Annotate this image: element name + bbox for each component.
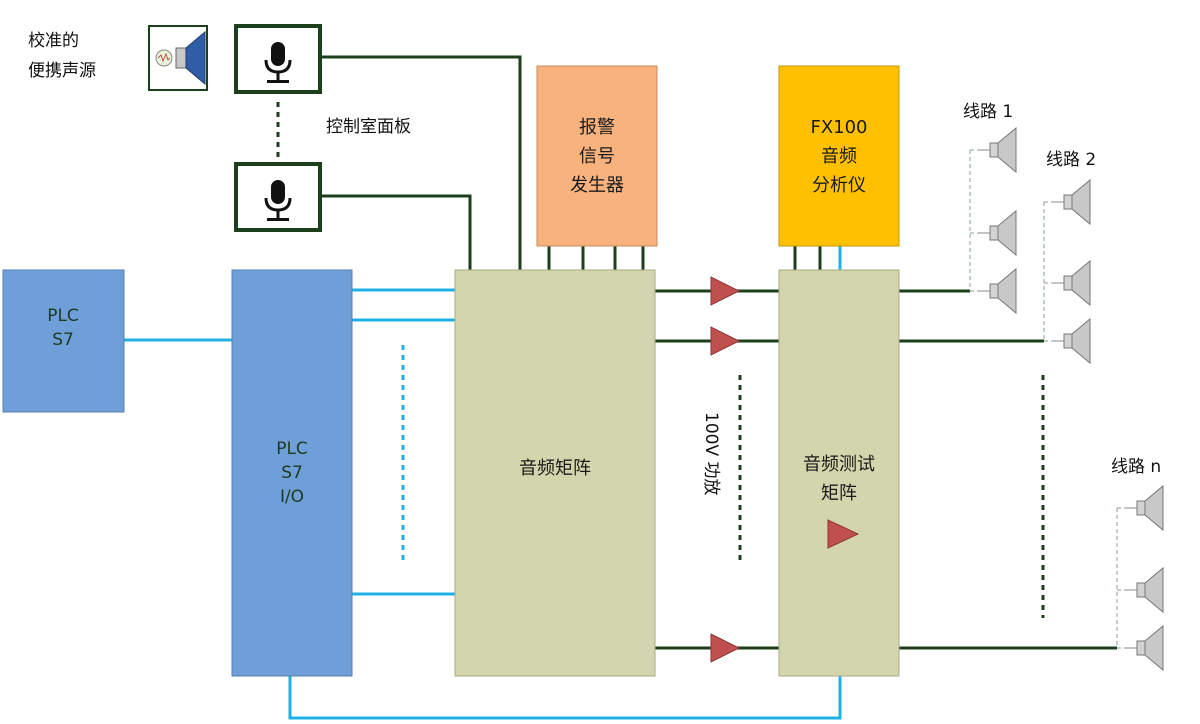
speaker-icon (1051, 179, 1091, 225)
amplifier-1-icon (710, 276, 741, 306)
speaker-icon (1124, 625, 1164, 671)
blue-wires (124, 246, 842, 720)
speaker-icon (1051, 260, 1091, 306)
wire-mic2-matrix (320, 194, 472, 270)
speaker-icon (977, 127, 1017, 173)
source-label-2: 便携声源 (28, 61, 96, 81)
amplifier-3-icon (710, 633, 741, 663)
plc-block[interactable] (2, 269, 125, 413)
source-label-1: 校准的 (28, 31, 79, 51)
amp-label: 100V 功放 (701, 412, 721, 495)
analyzer-label-1: FX100 (810, 117, 867, 138)
line-n-label: 线路 n (1111, 457, 1161, 477)
test-matrix-label-1: 音频测试 (803, 454, 875, 475)
speaker-icon (1124, 485, 1164, 531)
speaker-icon (1051, 318, 1091, 364)
plc-io-label-1: PLC (276, 439, 308, 459)
mic-panel-1[interactable] (234, 24, 322, 94)
line-2-label: 线路 2 (1046, 150, 1096, 170)
control-room-panel-label: 控制室面板 (326, 117, 411, 137)
speaker-icon (185, 30, 206, 86)
audio-test-matrix-block[interactable] (778, 269, 900, 677)
plc-label-2: S7 (52, 330, 74, 350)
speaker-branches (969, 149, 1125, 649)
test-matrix-amp-icon (827, 519, 860, 549)
speaker-group-line-1 (977, 127, 1017, 314)
speaker-icon (977, 210, 1017, 256)
alarm-label-2: 信号 (579, 146, 615, 167)
test-matrix-label-2: 矩阵 (821, 483, 857, 504)
plc-io-label-3: I/O (280, 487, 304, 507)
alarm-generator-block[interactable] (536, 65, 658, 247)
alarm-label-3: 发生器 (570, 175, 624, 196)
plc-io-label-2: S7 (281, 463, 303, 483)
speaker-icon (1124, 567, 1164, 613)
dark-dotted (276, 102, 1045, 618)
plc-io-block[interactable] (231, 269, 353, 677)
line-1-label: 线路 1 (963, 102, 1013, 122)
plc-label-1: PLC (47, 306, 79, 326)
audio-matrix-block[interactable] (454, 269, 656, 677)
mic-panel-2[interactable] (234, 162, 322, 232)
portable-sound-source[interactable] (148, 25, 208, 91)
wire-mic1-matrix (320, 55, 522, 270)
alarm-label-1: 报警 (579, 117, 615, 138)
analyzer-label-2: 音频 (821, 146, 857, 167)
speaker-group-line-2 (1051, 179, 1091, 364)
speaker-group-line-n (1124, 485, 1164, 671)
fx100-analyzer-block[interactable] (778, 65, 900, 247)
speaker-icon (977, 268, 1017, 314)
audio-matrix-label: 音频矩阵 (519, 458, 591, 479)
analyzer-label-3: 分析仪 (812, 175, 866, 196)
wire-io-bottom-loop (288, 676, 842, 720)
amplifier-2-icon (710, 326, 741, 356)
